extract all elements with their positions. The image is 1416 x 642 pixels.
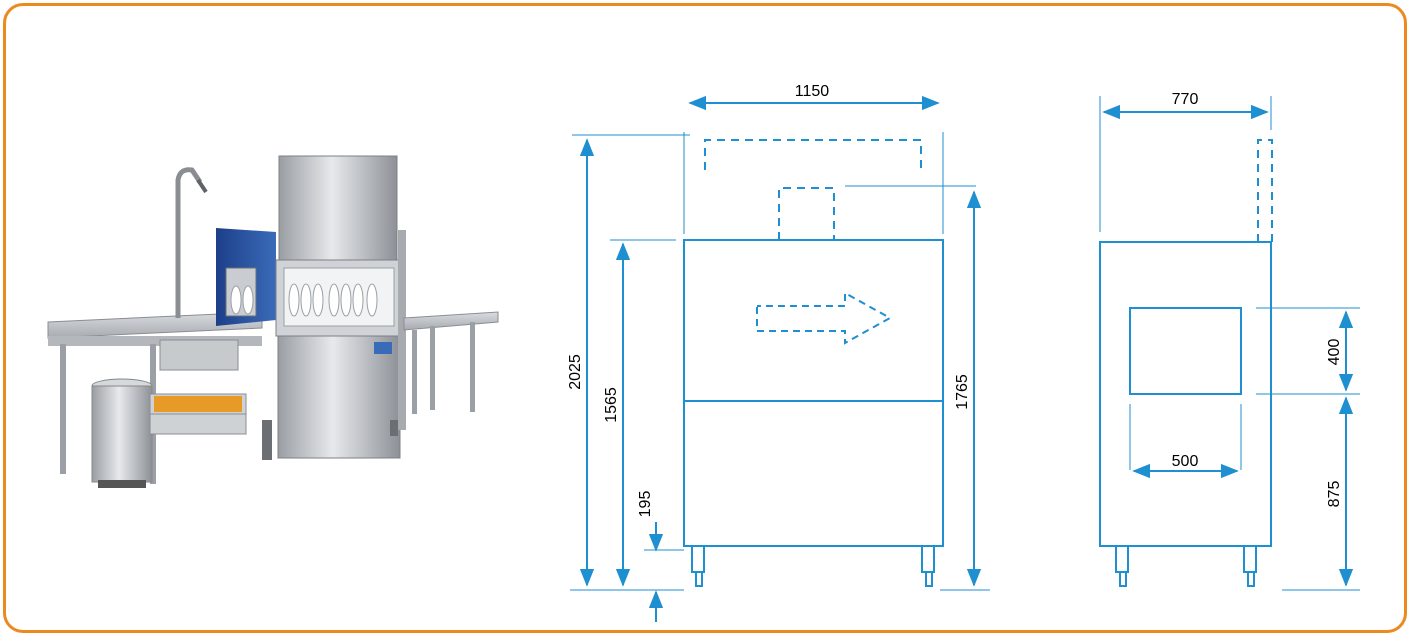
front-total-height-label: 2025 bbox=[567, 354, 584, 390]
front-view-dimension-arrows bbox=[579, 95, 982, 622]
side-view-extension-lines bbox=[1099, 96, 1360, 591]
side-view-dimension-arrows bbox=[1102, 104, 1354, 587]
front-hood-height-label: 1765 bbox=[954, 374, 971, 410]
side-view-drawing bbox=[1099, 139, 1273, 587]
side-window-width-label: 500 bbox=[1172, 453, 1199, 470]
front-body-height-label: 1565 bbox=[603, 387, 620, 423]
front-width-label: 1150 bbox=[795, 83, 830, 100]
front-view-extension-lines bbox=[570, 132, 990, 591]
side-window-bottom-label: 875 bbox=[1326, 481, 1343, 508]
front-leg-height-label: 195 bbox=[637, 491, 654, 518]
front-view-drawing bbox=[683, 139, 944, 587]
conveyor-dishwasher-photo-icon bbox=[47, 155, 499, 488]
side-window-height-label: 400 bbox=[1326, 339, 1343, 366]
side-depth-label: 770 bbox=[1172, 91, 1199, 108]
